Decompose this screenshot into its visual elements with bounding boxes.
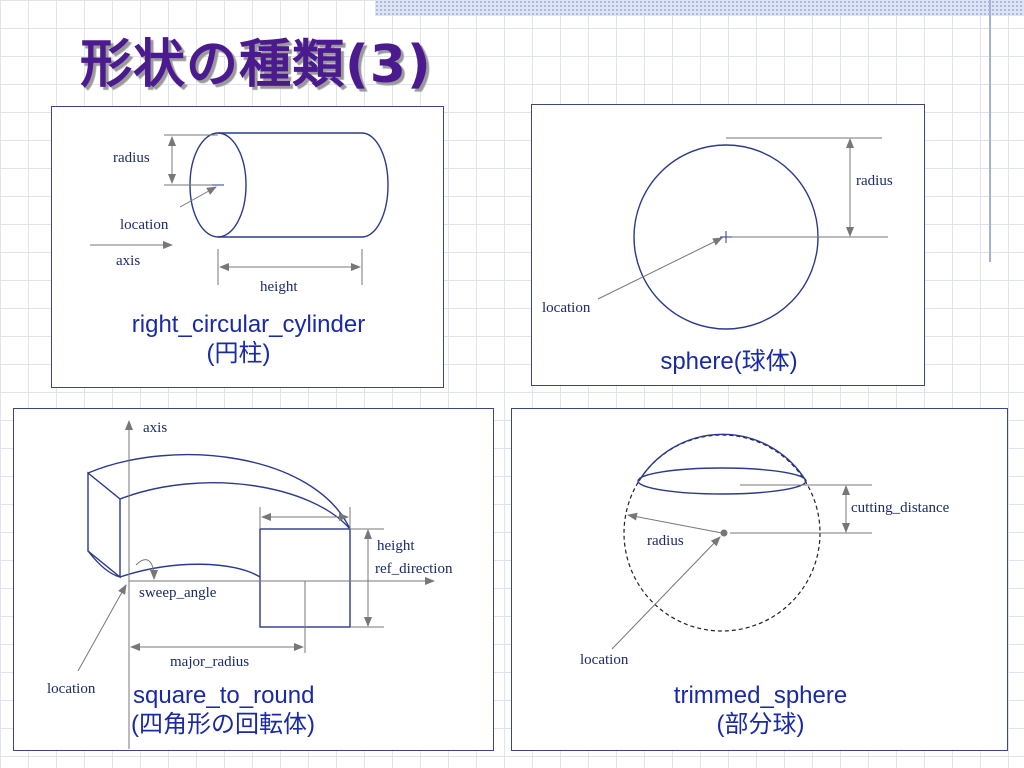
- trimmed-sphere-caption: trimmed_sphere (部分球): [512, 682, 1009, 740]
- sphere-radius-label: radius: [856, 173, 893, 189]
- square-to-round-axis-label: axis: [143, 420, 168, 436]
- square-to-round-shape: [87, 453, 351, 628]
- panel-cylinder: radius location axis height right_circul…: [51, 106, 444, 388]
- sphere-diagram: [597, 137, 888, 330]
- cylinder-dimension-lines: [90, 134, 363, 285]
- cylinder-height-label: height: [260, 279, 298, 295]
- square-to-round-caption-name: square_to_round: [133, 682, 315, 709]
- trimmed-sphere-diagram: [611, 433, 872, 650]
- panel-trimmed-sphere: cutting_distance radius location trimmed…: [511, 408, 1008, 751]
- cylinder-shape: [189, 132, 389, 238]
- trimmed-sphere-caption-name: trimmed_sphere: [673, 682, 848, 709]
- right-decorative-rule: [989, 0, 991, 262]
- panel-sphere: radius location sphere(球体): [531, 104, 925, 386]
- square-to-round-height-label: height: [377, 538, 415, 554]
- trimmed-sphere-dimension-lines: [611, 484, 872, 650]
- sphere-dimension-lines: [597, 137, 888, 300]
- trimmed-sphere-caption-jp: (部分球): [716, 710, 805, 738]
- sphere-location-mark: [720, 231, 732, 243]
- cylinder-location-label: location: [120, 217, 169, 233]
- panel-square-to-round: axis height ref_direction sweep_angle ma…: [13, 408, 494, 751]
- trimmed-sphere-cutting-distance-label: cutting_distance: [851, 500, 950, 516]
- cylinder-caption-jp: (円柱): [206, 339, 271, 367]
- sphere-caption: sphere(球体): [660, 348, 798, 375]
- top-decorative-band: [375, 0, 1024, 16]
- square-to-round-dimension-lines: [77, 420, 435, 749]
- square-to-round-location-label: location: [47, 681, 96, 697]
- cylinder-diagram: [90, 132, 389, 285]
- square-to-round-diagram: [77, 420, 435, 749]
- trimmed-sphere-location-label: location: [580, 652, 629, 668]
- trimmed-sphere-cap: [637, 433, 807, 495]
- square-to-round-caption: square_to_round (四角形の回転体): [131, 682, 315, 740]
- sphere-location-label: location: [542, 300, 591, 316]
- cylinder-radius-label: radius: [113, 150, 150, 166]
- square-to-round-sweep-angle-label: sweep_angle: [139, 585, 217, 601]
- trimmed-sphere-radius-label: radius: [647, 533, 684, 549]
- cylinder-caption-name: right_circular_cylinder: [131, 311, 366, 338]
- slide-title: 形状の種類(3): [80, 35, 432, 95]
- square-to-round-ref-direction-label: ref_direction: [375, 561, 453, 577]
- square-to-round-major-radius-label: major_radius: [170, 654, 250, 670]
- cylinder-caption: right_circular_cylinder (円柱): [52, 311, 445, 369]
- trimmed-sphere-center-point: [720, 529, 728, 537]
- cylinder-axis-label: axis: [116, 253, 141, 269]
- square-to-round-caption-jp: (四角形の回転体): [131, 710, 315, 738]
